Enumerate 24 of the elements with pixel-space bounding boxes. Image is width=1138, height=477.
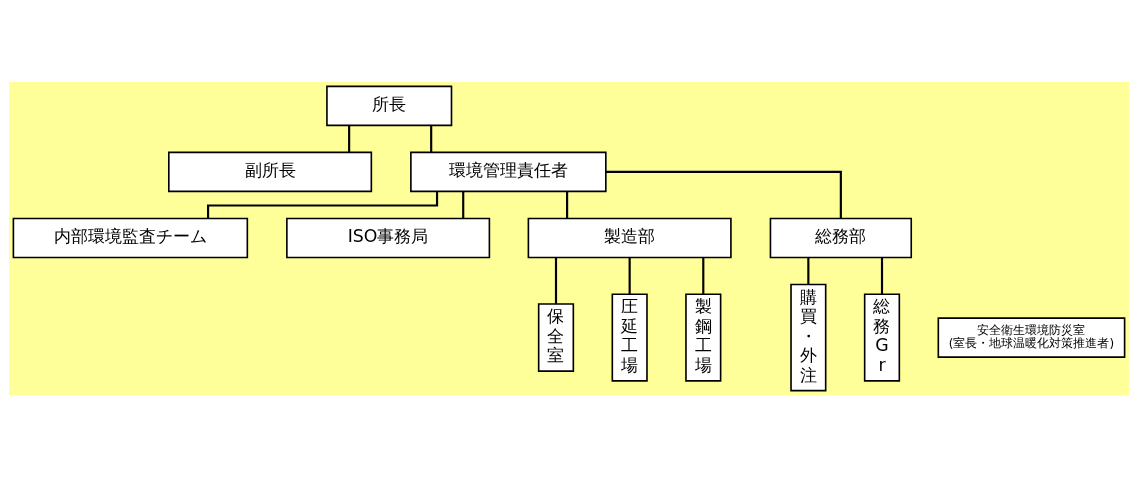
connector: [430, 125, 433, 153]
node-box: 総務Gr: [863, 293, 901, 382]
node-box: 副所長: [168, 151, 373, 193]
node-box: 総務部: [769, 217, 913, 259]
node-box: 安全衛生環境防災室 (室長・地球温暖化対策推進者): [937, 317, 1126, 358]
connector: [605, 170, 842, 219]
connector: [628, 257, 631, 295]
node-box: 製鋼工場: [685, 293, 722, 382]
node-box: 製造部: [527, 217, 732, 259]
node-box: 保全室: [537, 303, 575, 372]
node-box: 所長: [326, 85, 453, 127]
connector: [566, 191, 569, 219]
node-box: 購買・外注: [790, 283, 827, 392]
connector: [880, 257, 884, 295]
connector: [807, 257, 810, 285]
node-box: 圧延工場: [611, 293, 648, 382]
connector: [702, 257, 705, 295]
connector: [554, 257, 558, 304]
node-box: 環境管理責任者: [410, 151, 607, 193]
node-box: ISO事務局: [286, 217, 491, 259]
node-box: 内部環境監査チーム: [12, 217, 249, 259]
connector: [348, 125, 351, 153]
connector: [207, 191, 439, 219]
connector: [462, 191, 465, 219]
